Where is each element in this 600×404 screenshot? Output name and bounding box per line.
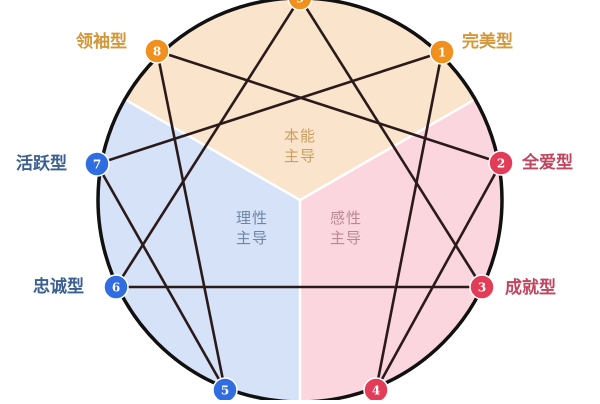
type-node-number: 5	[221, 384, 229, 398]
type-node-number: 4	[372, 384, 380, 398]
type-label-6: 忠诚型	[33, 277, 84, 297]
type-node-9: 9	[287, 0, 313, 11]
center-thinking-line2: 主导	[235, 229, 268, 247]
type-node-2: 2	[488, 150, 514, 176]
type-label-7: 活跃型	[16, 154, 67, 174]
type-node-8: 8	[144, 38, 170, 64]
type-node-number: 3	[478, 281, 486, 295]
type-nodes: 1 2 3 4 5 6 7 8 9	[84, 0, 514, 403]
type-node-6: 6	[103, 274, 129, 300]
type-node-1: 1	[429, 39, 455, 65]
connection-line-2-8	[156, 49, 502, 165]
center-feeling-line2: 主导	[329, 229, 362, 247]
center-label-instinct: 本能 主导	[280, 126, 320, 166]
type-node-number: 9	[296, 0, 304, 6]
type-label-8: 领袖型	[76, 32, 127, 52]
connection-line-8-5	[155, 50, 227, 391]
center-label-feeling: 感性 主导	[326, 208, 366, 248]
type-label-2: 全爱型	[522, 153, 573, 173]
center-instinct-line2: 主导	[283, 147, 316, 165]
center-thinking-line1: 理性	[235, 209, 268, 227]
center-instinct-line1: 本能	[283, 127, 316, 145]
type-node-number: 6	[112, 281, 120, 295]
connection-line-7-1	[96, 50, 443, 166]
type-node-4: 4	[363, 377, 389, 403]
connection-line-1-4	[374, 51, 444, 391]
connection-line-4-2	[374, 162, 503, 391]
center-label-thinking: 理性 主导	[232, 208, 272, 248]
type-label-1: 完美型	[462, 32, 513, 52]
connection-lines	[95, 0, 503, 391]
type-label-3: 成就型	[505, 278, 556, 298]
type-node-number: 1	[438, 46, 446, 60]
type-node-3: 3	[469, 274, 495, 300]
type-node-number: 7	[93, 158, 101, 172]
type-node-number: 8	[153, 45, 161, 59]
connection-line-9-3	[299, 0, 484, 288]
type-node-number: 2	[497, 157, 505, 171]
type-node-5: 5	[212, 377, 238, 403]
type-node-7: 7	[84, 151, 110, 177]
connection-line-5-7	[95, 163, 227, 391]
center-feeling-line1: 感性	[329, 209, 362, 227]
connection-line-6-9	[114, 0, 301, 288]
